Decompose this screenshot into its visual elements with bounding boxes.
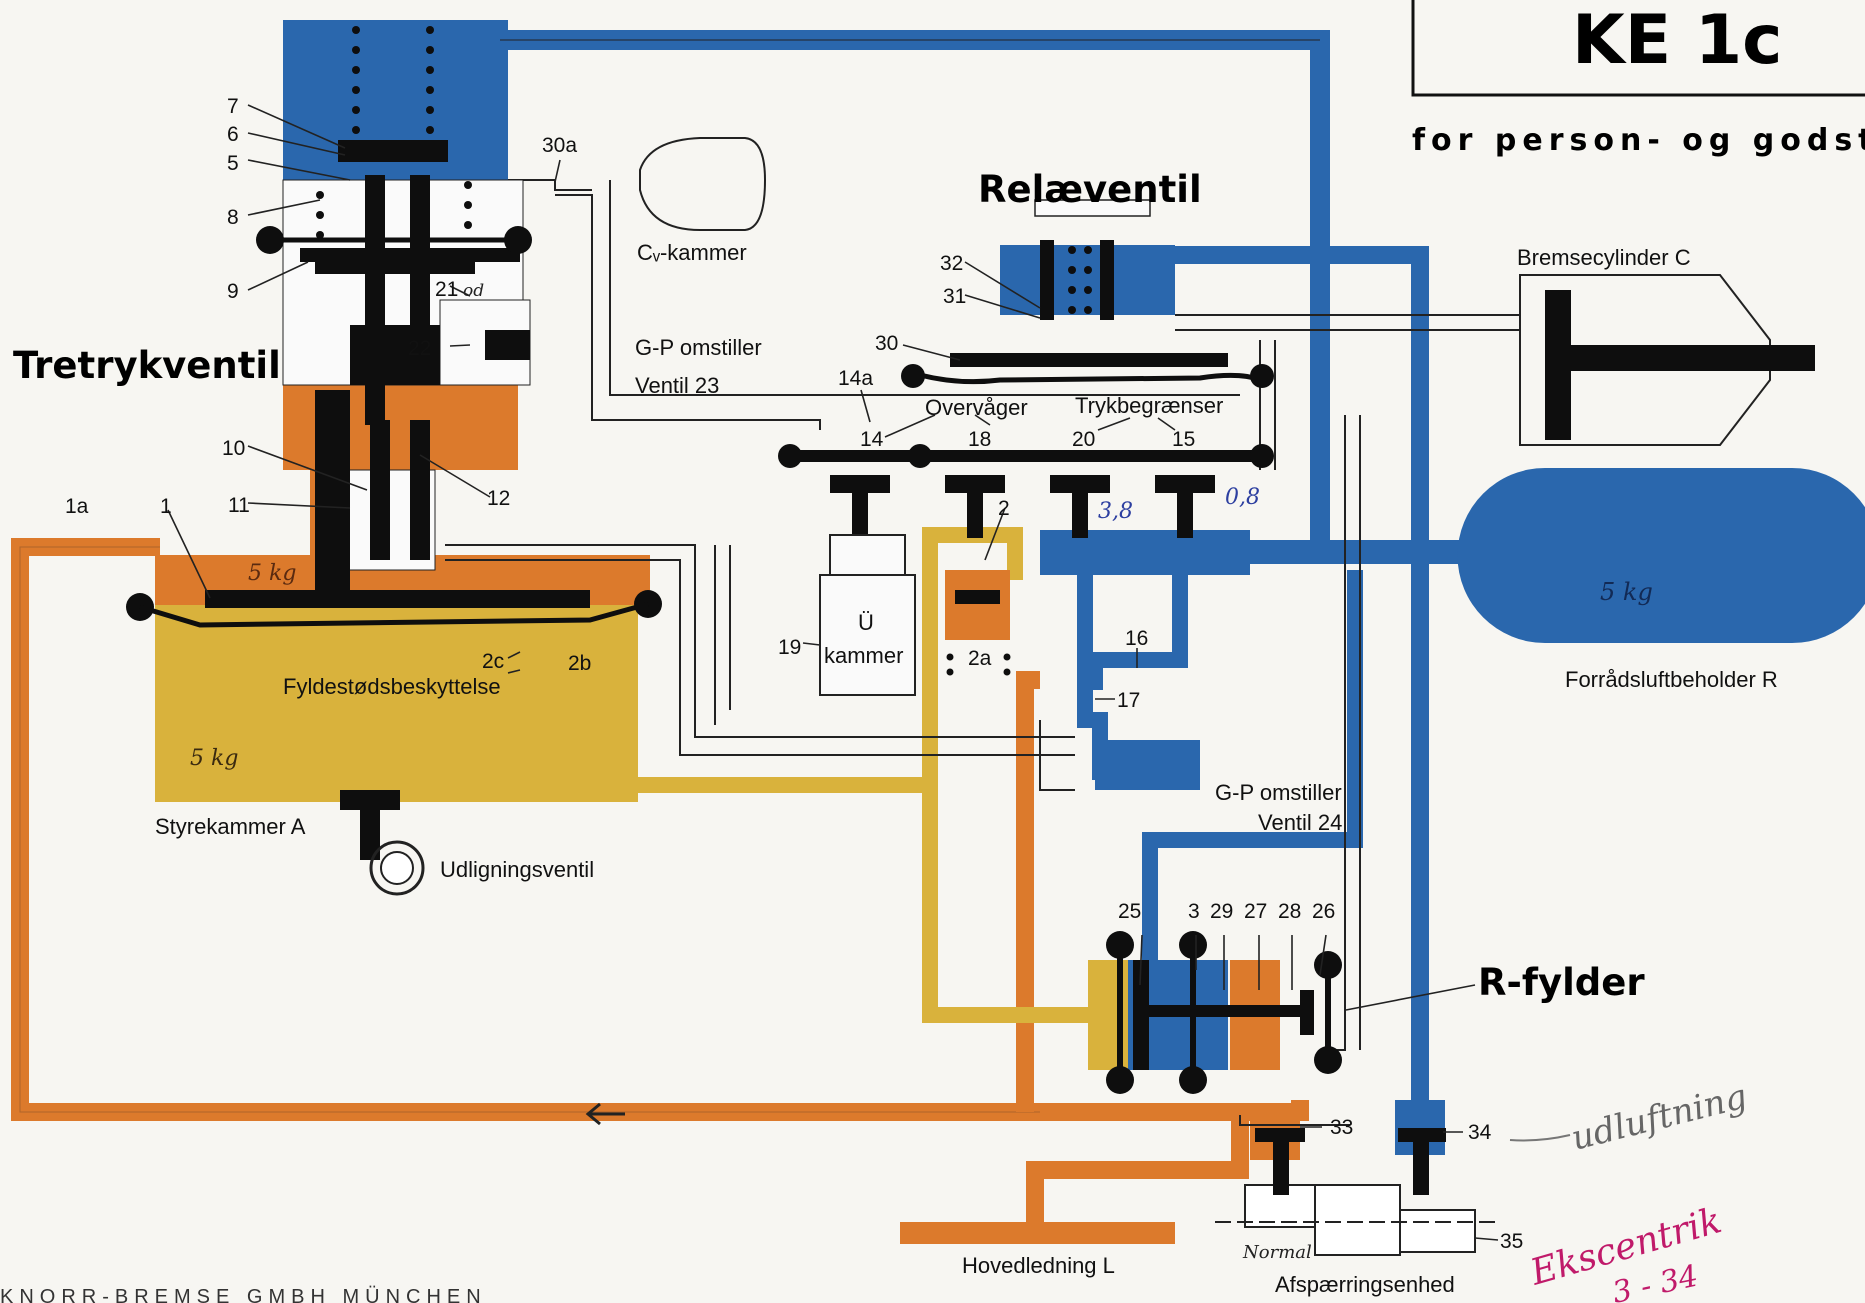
ref-22: 22 xyxy=(408,337,431,360)
ref-35: 35 xyxy=(1500,1230,1523,1253)
label-bremsecylinder: Bremsecylinder C xyxy=(1517,245,1691,270)
bremsecylinder-piston xyxy=(1545,290,1815,440)
ref-5: 5 xyxy=(227,152,239,175)
label-fyldestodsbeskyttelse: Fyldestødsbeskyttelse xyxy=(283,674,501,699)
footer-publisher: KNORR-BREMSE GMBH MÜNCHEN xyxy=(0,1286,487,1303)
ref-18: 18 xyxy=(968,428,991,451)
relay-mechanism xyxy=(778,199,1274,604)
ref-20: 20 xyxy=(1072,428,1095,451)
ref-25: 25 xyxy=(1118,900,1141,923)
label-gp-omstiller-23: G-P omstiller xyxy=(635,335,762,360)
ref-11: 11 xyxy=(228,494,250,517)
label-trykbegraenser: Trykbegrænser xyxy=(1075,393,1223,418)
ref-15: 15 xyxy=(1172,428,1195,451)
ref-3: 3 xyxy=(1188,900,1200,923)
ref-14a: 14a xyxy=(838,367,873,390)
component-labels: Cᵥ-kammer G-P omstiller Ventil 23 Bremse… xyxy=(155,240,1778,1297)
ref-12: 12 xyxy=(487,487,510,510)
ref-30a: 30a xyxy=(542,134,577,157)
ref-27: 27 xyxy=(1244,900,1267,923)
ref-32: 32 xyxy=(940,252,963,275)
label-hovedledning: Hovedledning L xyxy=(962,1253,1115,1278)
ref-33: 33 xyxy=(1330,1116,1353,1139)
ref-26: 26 xyxy=(1312,900,1335,923)
label-ventil-23: Ventil 23 xyxy=(635,373,719,398)
ref-21: 21 xyxy=(435,278,458,301)
ref-9: 9 xyxy=(227,280,239,303)
ref-28: 28 xyxy=(1278,900,1301,923)
ref-10: 10 xyxy=(222,437,245,460)
label-u: Ü xyxy=(858,610,874,635)
ref-8: 8 xyxy=(227,206,239,229)
title-box: KE 1c for person- og godst xyxy=(1411,0,1865,158)
ref-2b: 2b xyxy=(568,652,591,675)
title: KE 1c xyxy=(1572,1,1782,80)
ref-31: 31 xyxy=(943,285,966,308)
hand-21-od: od xyxy=(463,281,484,301)
label-gp-omstiller-24: G-P omstiller xyxy=(1215,780,1342,805)
label-ventil-24: Ventil 24 xyxy=(1258,810,1342,835)
label-forraadsluftbeholder: Forrådsluftbeholder R xyxy=(1565,667,1778,692)
ref-34: 34 xyxy=(1468,1121,1492,1144)
label-udligningsventil: Udligningsventil xyxy=(440,857,594,882)
heading-tretrykventil: Tretrykventil xyxy=(13,344,281,387)
u-kammer xyxy=(819,534,916,696)
ref-6: 6 xyxy=(227,123,239,146)
hand-5kg-reservoir: 5 kg xyxy=(1600,578,1653,606)
tretryk-mechanism xyxy=(126,140,662,896)
hand-normal: Normal xyxy=(1242,1242,1312,1263)
r-fylder-mechanism xyxy=(1106,931,1446,1195)
main-line-orange xyxy=(11,538,1309,1244)
ref-7: 7 xyxy=(227,95,239,118)
hand-5kg-tretryk: 5 kg xyxy=(248,561,296,586)
ref-1a: 1a xyxy=(65,495,89,518)
ref-2c: 2c xyxy=(482,650,504,673)
hand-3-8: 3,8 xyxy=(1098,499,1133,524)
label-cv-kammer: Cᵥ-kammer xyxy=(637,240,747,265)
label-overvaager: Overvåger xyxy=(925,395,1028,420)
ref-29: 29 xyxy=(1210,900,1233,923)
heading-relaeventil: Relæventil xyxy=(978,168,1202,211)
ref-2a: 2a xyxy=(968,647,992,670)
ref-14: 14 xyxy=(860,428,884,451)
ref-2: 2 xyxy=(998,497,1010,520)
white-lines xyxy=(445,137,1771,1256)
subtitle: for person- og godst xyxy=(1412,123,1865,158)
springs xyxy=(316,26,1092,676)
hand-5kg-styrekammer: 5 kg xyxy=(190,746,238,771)
ref-1: 1 xyxy=(160,495,172,518)
ref-16: 16 xyxy=(1125,627,1148,650)
label-styrekammer: Styrekammer A xyxy=(155,814,306,839)
leader-lines xyxy=(167,104,1499,1241)
styrekammer-yellow xyxy=(155,527,1128,1070)
ref-19: 19 xyxy=(778,636,801,659)
hand-0-8: 0,8 xyxy=(1225,485,1260,510)
ref-17: 17 xyxy=(1117,689,1140,712)
reference-numbers: 7 6 5 8 9 30a 21 22 10 11 12 1a 1 32 31 … xyxy=(65,95,1523,1253)
label-kammer: kammer xyxy=(824,643,903,668)
hand-udluftning: udluftning xyxy=(1568,1077,1751,1159)
heading-r-fylder: R-fylder xyxy=(1478,961,1645,1004)
ref-30: 30 xyxy=(875,332,898,355)
label-afspaerringsenhed: Afspærringsenhed xyxy=(1275,1272,1455,1297)
